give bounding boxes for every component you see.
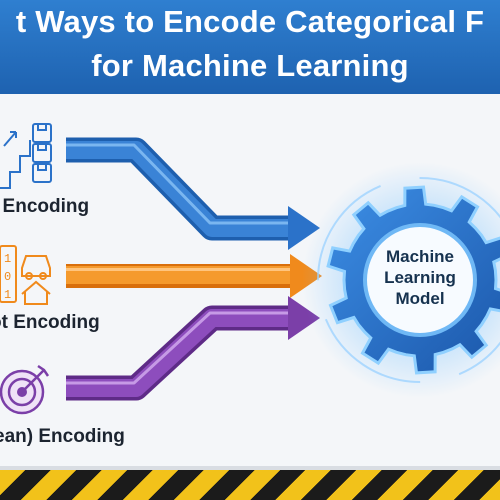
encoding-label-3: ean) Encoding [0, 426, 125, 447]
binary-car-house-icon: 1 0 1 [0, 245, 51, 305]
gear-center [363, 223, 477, 337]
title-banner: t Ways to Encode Categorical F for Machi… [0, 0, 500, 94]
footer-divider [0, 466, 500, 470]
model-label-line-3: Model [395, 289, 445, 308]
svg-text:0: 0 [4, 270, 11, 284]
model-label-line-2: Learning [384, 268, 456, 287]
svg-text:1: 1 [4, 288, 11, 302]
title-line-2: for Machine Learning [91, 48, 409, 83]
target-icon [0, 364, 50, 415]
encoding-label-1: l Encoding [0, 196, 90, 217]
model-label-line-1: Machine [385, 247, 455, 266]
encoding-arrow-2 [66, 254, 322, 298]
encoding-arrow-1 [66, 137, 320, 250]
model-label: Machine Learning Model [355, 246, 485, 309]
bar-chart-boxes-icon [0, 123, 52, 189]
encoding-arrow-3 [66, 296, 320, 401]
svg-text:1: 1 [4, 252, 11, 266]
hazard-stripe-footer [0, 470, 500, 500]
title-line-1: t Ways to Encode Categorical F [15, 4, 485, 39]
encoding-label-2: ot Encoding [0, 312, 100, 333]
